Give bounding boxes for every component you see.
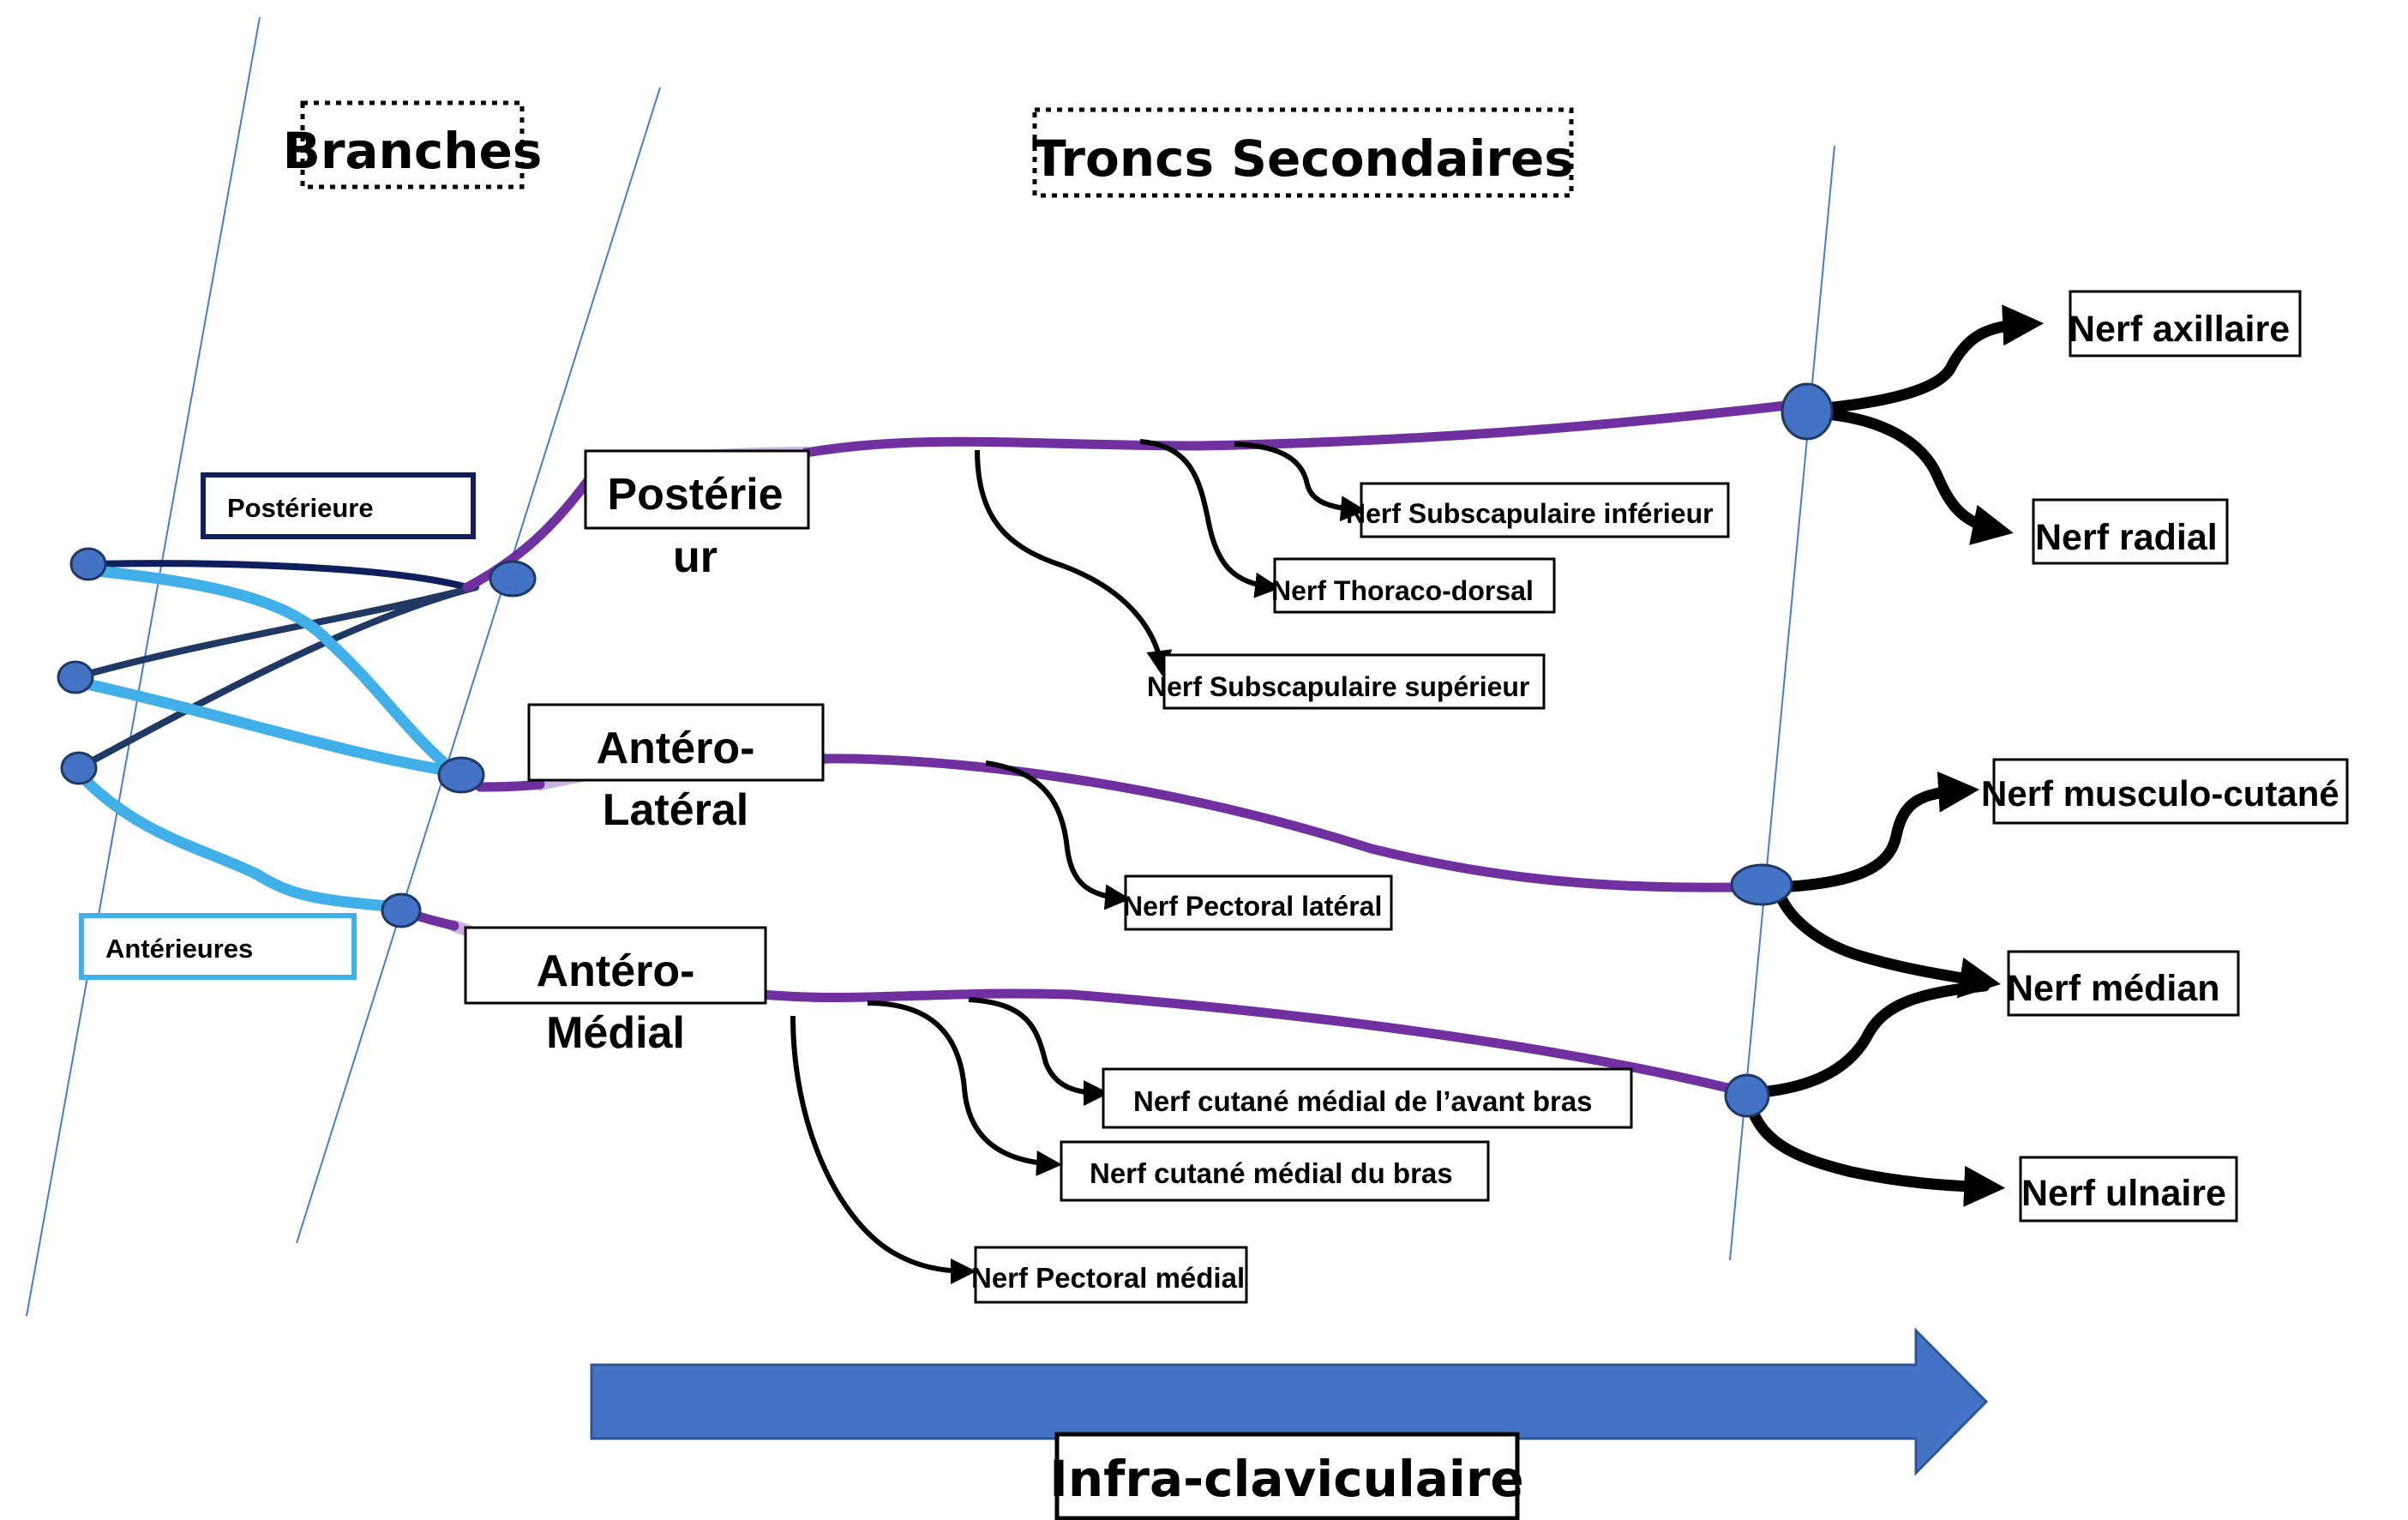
nerf-ulnaire-box [2019,1156,2238,1223]
collateral-branches [790,439,1366,1284]
guide-line-1 [26,16,261,1317]
guide-line-2 [296,87,661,1244]
nerf-subscapulaire-inferieur-box [1360,482,1730,538]
branch-thoraco-dorsal [1139,439,1281,598]
nerf-pectoral-medial-label: Nerf Pectoral médial [971,1262,1245,1294]
trunk-antero-lateral-label-line2: Latéral [603,785,749,835]
nerf-cutane-medial-avant-bras-box [1102,1067,1633,1129]
node-terminal-medial [1724,1073,1770,1118]
infra-claviculaire-box [1054,1432,1520,1520]
branch-median-from-medial [1743,980,1991,1099]
node-antero-medial [381,892,422,928]
right-arrow-icon [590,1327,1989,1476]
nerf-axillaire-label: Nerf axillaire [2069,309,2290,350]
posterior-branch-1 [85,560,471,591]
trunk-antero-lateral-line [475,754,1771,892]
posterior-branch-3 [75,584,479,772]
branch-subscapulaire-superieur [975,449,1173,676]
anterieures-label: Antérieures [105,934,253,964]
trunk-labels: Postérie ur Antéro- Latéral Antéro- Médi… [464,449,825,1058]
collateral-nerve-labels: Nerf Subscapulaire inférieur Nerf Thorac… [971,482,1730,1304]
node-posterieur [489,560,537,598]
nodes [57,382,1834,1118]
trunk-antero-medial-box [464,926,767,1005]
branches-header: Branches [283,122,543,180]
trunk-posterieur-box [584,449,810,530]
posterieure-label: Postérieure [227,493,374,523]
node-terminal-lateral [1730,863,1793,906]
nerf-thoraco-dorsal-box [1273,557,1556,614]
nerf-musculo-cutane-label: Nerf musculo-cutané [1981,773,2339,814]
nerf-subscapulaire-inferieur-label: Nerf Subscapulaire inférieur [1346,498,1714,529]
nerf-radial-box [2032,498,2229,565]
nerf-subscapulaire-superieur-box [1162,653,1546,710]
branch-median-from-lateral [1773,886,2001,999]
trunk-antero-medial-label-line1: Antéro- [537,946,695,996]
anterior-branch-2 [69,676,460,778]
branch-radial [1804,407,2014,545]
branch-cutane-medial-bras [867,1000,1062,1176]
trunk-antero-medial-label-line2: Médial [546,1008,685,1058]
branch-axillaire [1803,304,2045,416]
troncs-secondaires-header: Troncs Secondaires [1032,129,1574,188]
node-antero-lateral [437,756,485,794]
anterior-branch-1 [82,564,460,778]
infra-claviculaire-label: Infra-claviculaire [1049,1450,1524,1508]
trunk-posterieur-label-line1: Postérie [607,470,783,520]
infra-claviculaire-section: Infra-claviculaire [590,1327,1989,1520]
branches-header-box [300,100,525,189]
root-node-3 [60,751,98,785]
nerf-axillaire-box [2069,290,2302,357]
node-terminal-posterieur [1780,382,1834,441]
nerf-cutane-medial-bras-box [1060,1140,1490,1202]
nerf-median-box [2007,950,2240,1017]
branch-pectoral-lateral [985,760,1131,910]
nerf-pectoral-medial-box [974,1246,1248,1304]
anterior-branches [69,564,460,913]
troncs-secondaires-header-box [1032,107,1574,198]
root-node-1 [69,547,107,581]
branch-subscapulaire-inferieur [1234,442,1366,522]
branch-ulnaire [1743,1091,2006,1207]
terminal-nerve-labels: Nerf axillaire Nerf radial Nerf musculo-… [1981,290,2349,1223]
nerf-cutane-medial-avant-bras-label: Nerf cutané médial de l’avant bras [1133,1085,1593,1117]
trunk-posterieur-label-line2: ur [673,532,718,582]
nerf-cutane-medial-bras-label: Nerf cutané médial du bras [1090,1157,1453,1189]
nerf-pectoral-lateral-label: Nerf Pectoral latéral [1123,891,1382,922]
anterieures-box [79,913,357,980]
posterior-branches [72,560,479,772]
nerf-radial-label: Nerf radial [2035,517,2218,558]
nerf-ulnaire-label: Nerf ulnaire [2021,1173,2226,1214]
branch-cutane-medial-avant-bras [968,997,1109,1106]
terminal-branches [1743,304,2045,1207]
anterior-branch-3 [73,767,405,913]
trunk-antero-lateral-label-line1: Antéro- [597,724,755,773]
root-node-2 [57,660,94,694]
nerf-subscapulaire-superieur-label: Nerf Subscapulaire supérieur [1147,671,1529,702]
branch-musculo-cutane [1773,771,1980,893]
branch-pectoral-medial [790,1015,976,1284]
nerf-pectoral-lateral-box [1124,874,1393,931]
trunk-antero-lateral-box [527,703,825,782]
posterieure-box [201,472,476,539]
nerf-median-label: Nerf médian [2007,968,2220,1009]
nerf-thoraco-dorsal-label: Nerf Thoraco-dorsal [1271,575,1534,606]
nerf-musculo-cutane-box [1992,758,2349,825]
